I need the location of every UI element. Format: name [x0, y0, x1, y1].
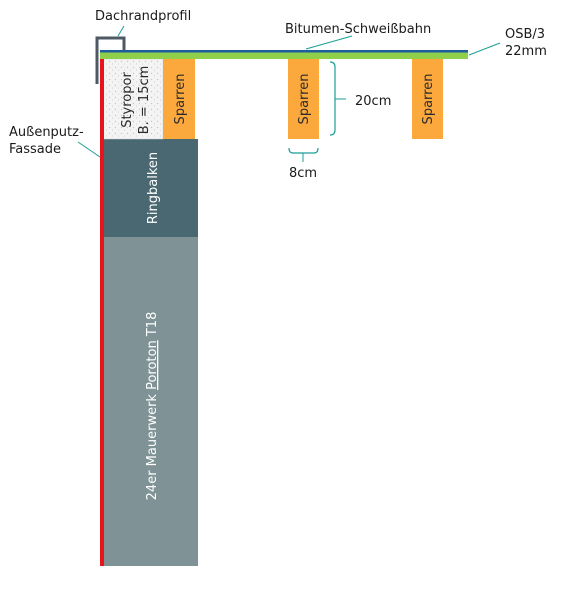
- sparren-1: [163, 59, 195, 139]
- osb-plate: [100, 52, 468, 59]
- label-aussenputz-2: Fassade: [9, 142, 61, 157]
- leader-fassade: [77, 141, 101, 158]
- label-styropor-2: B. = 15cm: [137, 66, 152, 135]
- leader-dachrandprofil: [117, 25, 125, 37]
- sparren-3: [412, 59, 443, 139]
- label-osb-2: 22mm: [505, 44, 547, 59]
- styropor-block: [102, 58, 164, 140]
- dimension-width-bracket: [288, 147, 319, 154]
- aussenputz-fassade: [100, 59, 104, 566]
- label-mauerwerk-suffix: T18: [145, 312, 160, 341]
- leader-osb: [468, 42, 501, 56]
- label-sparren-2: Sparren: [297, 74, 312, 125]
- ringbalken-block: [103, 139, 198, 237]
- label-ringbalken: Ringbalken: [146, 152, 161, 224]
- label-styropor-1: Styropor: [120, 72, 135, 128]
- label-sparren-3: Sparren: [421, 74, 436, 125]
- dimension-height-bracket: [329, 61, 336, 136]
- label-bitumen: Bitumen-Schweißbahn: [285, 22, 431, 37]
- label-mauerwerk-brand: Poroton: [145, 340, 160, 390]
- sparren-2: [288, 59, 319, 139]
- label-dachrandprofil: Dachrandprofil: [95, 9, 191, 24]
- label-sparren-1: Sparren: [173, 74, 188, 125]
- label-osb-1: OSB/3: [505, 27, 545, 42]
- bitumen-layer: [100, 50, 468, 53]
- mauerwerk-block: [103, 237, 198, 566]
- dachrandprofil: [95, 36, 126, 84]
- leader-bitumen: [305, 35, 353, 50]
- label-aussenputz-1: Außenputz-: [9, 125, 84, 140]
- label-height-dim: 20cm: [355, 94, 391, 109]
- label-mauerwerk: 24er Mauerwerk Poroton T18: [145, 312, 160, 501]
- label-width-dim: 8cm: [289, 166, 317, 181]
- label-mauerwerk-prefix: 24er Mauerwerk: [145, 390, 160, 500]
